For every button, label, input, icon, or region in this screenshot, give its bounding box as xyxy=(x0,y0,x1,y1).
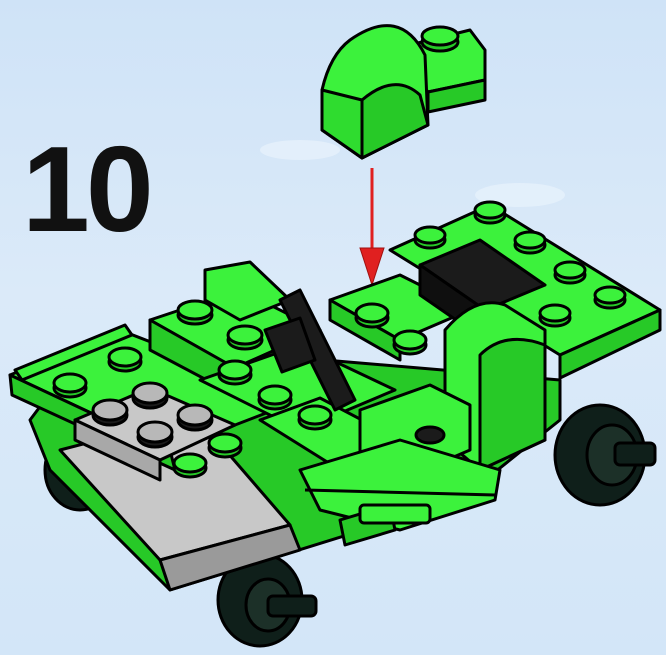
placement-arrow-icon xyxy=(360,168,384,285)
car-model-icon xyxy=(10,202,665,646)
curved-slope-brick-icon xyxy=(322,26,485,158)
rear-wheel-right xyxy=(555,405,655,505)
